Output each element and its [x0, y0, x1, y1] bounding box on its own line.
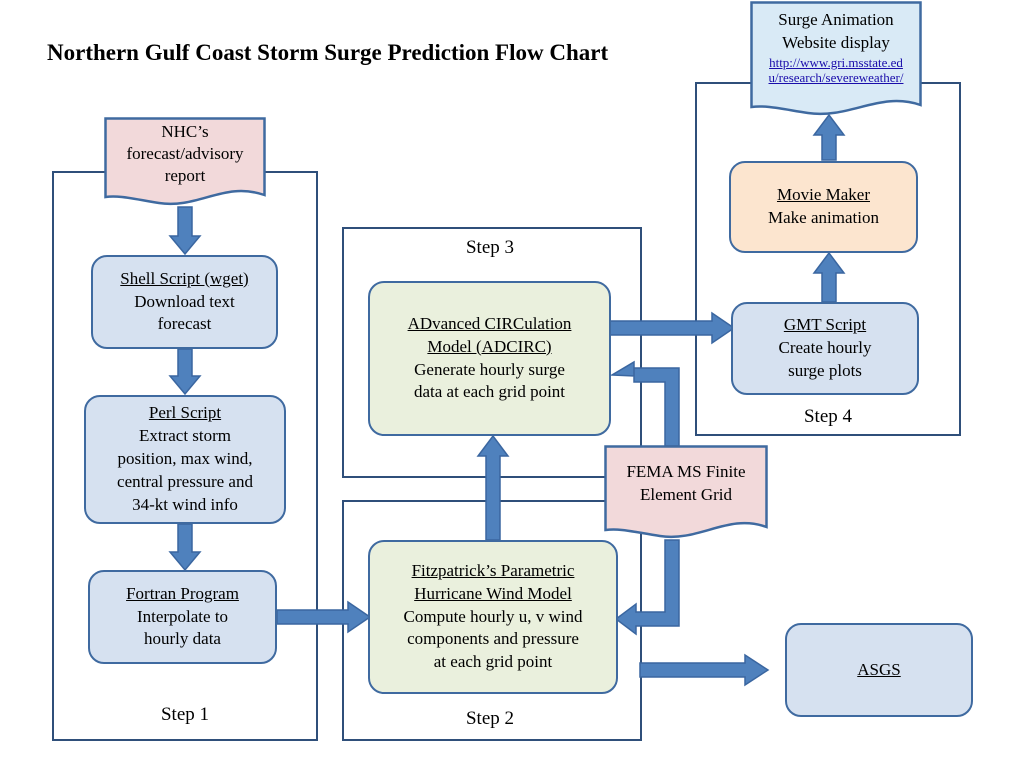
- fitzpatrick-line3: at each grid point: [433, 652, 553, 672]
- fortran-program-head: Fortran Program: [126, 583, 239, 603]
- arrow-fortran-to-fitz: [276, 600, 372, 634]
- fortran-program-line2: hourly data: [144, 629, 221, 649]
- arrow-perl-to-fortran: [168, 523, 202, 572]
- perl-script-line1: Extract storm: [138, 426, 232, 446]
- nhc-line3: report: [164, 166, 206, 186]
- perl-script-node: Perl Script Extract storm position, max …: [84, 395, 286, 524]
- website-line1: Surge Animation: [778, 10, 894, 29]
- perl-script-head: Perl Script: [148, 403, 222, 423]
- gmt-script-node: GMT Script Create hourly surge plots: [731, 302, 919, 395]
- website-line2: Website display: [782, 32, 890, 52]
- website-link-line1[interactable]: http://www.gri.msstate.ed: [769, 54, 903, 70]
- fitzpatrick-line1: Compute hourly u, v wind: [403, 606, 583, 626]
- movie-maker-head: Movie Maker: [776, 185, 870, 205]
- movie-maker-line1: Make animation: [768, 208, 879, 227]
- arrow-nhc-to-shell: [168, 206, 202, 256]
- fitzpatrick-line2: components and pressure: [407, 629, 579, 649]
- arrow-fitz-to-asgs: [639, 653, 770, 687]
- step1-label: Step 1: [160, 704, 210, 725]
- website-display-doc: Surge Animation Website display http://w…: [750, 1, 922, 119]
- page-title: Northern Gulf Coast Storm Surge Predicti…: [47, 40, 609, 65]
- step3-label: Step 3: [465, 237, 515, 258]
- asgs-node: ASGS: [785, 623, 973, 717]
- asgs-label: ASGS: [857, 659, 901, 679]
- adcirc-head2: Model (ADCIRC): [427, 336, 552, 356]
- gmt-script-line2: surge plots: [788, 360, 862, 380]
- step4-label: Step 4: [803, 406, 853, 427]
- fitzpatrick-head1: Fitzpatrick’s Parametric: [411, 560, 575, 580]
- nhc-line1: NHC’s: [161, 122, 209, 141]
- shell-script-line2: forecast: [157, 314, 212, 334]
- adcirc-head1: ADvanced CIRCulation: [407, 313, 572, 333]
- adcirc-model-node: ADvanced CIRCulation Model (ADCIRC) Gene…: [368, 281, 611, 436]
- adcirc-line1: Generate hourly surge: [414, 359, 565, 379]
- perl-script-line2: position, max wind,: [117, 449, 253, 469]
- fortran-program-line1: Interpolate to: [136, 606, 229, 626]
- shell-script-head: Shell Script (wget): [120, 268, 249, 288]
- nhc-report-doc: NHC’s forecast/advisory report: [104, 117, 266, 209]
- gmt-script-line1: Create hourly: [778, 338, 872, 358]
- fema-grid-doc: FEMA MS Finite Element Grid: [604, 445, 768, 542]
- arrow-gmt-to-movie: [812, 251, 846, 303]
- shell-script-line1: Download text: [134, 291, 235, 311]
- movie-maker-node: Movie Maker Make animation: [729, 161, 918, 253]
- arrow-fema-to-fitz: [614, 539, 680, 636]
- step2-label: Step 2: [465, 708, 515, 729]
- fema-line2: Element Grid: [639, 484, 733, 504]
- fitzpatrick-model-node: Fitzpatrick’s Parametric Hurricane Wind …: [368, 540, 618, 694]
- fema-line1: FEMA MS Finite: [626, 462, 746, 481]
- fortran-program-node: Fortran Program Interpolate to hourly da…: [88, 570, 277, 664]
- arrow-shell-to-perl: [168, 348, 202, 396]
- arrow-fema-to-adcirc: [609, 360, 680, 447]
- fitzpatrick-head2: Hurricane Wind Model: [414, 583, 572, 603]
- arrow-adcirc-to-gmt: [609, 311, 736, 345]
- perl-script-line3: central pressure and: [117, 471, 253, 491]
- nhc-line2: forecast/advisory: [126, 144, 244, 164]
- gmt-script-head: GMT Script: [783, 315, 867, 335]
- perl-script-line4: 34-kt wind info: [132, 494, 238, 514]
- adcirc-line2: data at each grid point: [413, 382, 566, 402]
- arrow-movie-to-website: [812, 113, 846, 161]
- shell-script-node: Shell Script (wget) Download text foreca…: [91, 255, 278, 349]
- arrow-fitz-to-adcirc: [476, 434, 510, 541]
- website-link-line2[interactable]: u/research/severeweather/: [768, 70, 904, 86]
